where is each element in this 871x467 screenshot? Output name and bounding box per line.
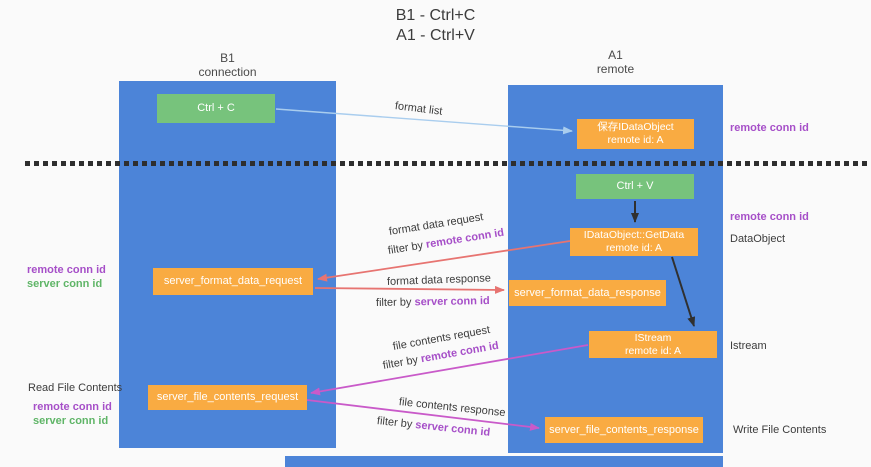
lane-header-a1: A1 remote <box>508 48 723 76</box>
getdata-line2: remote id: A <box>605 242 663 254</box>
filter-by-text-2: filter by <box>375 296 412 309</box>
right-remote-conn-id-1: remote conn id <box>730 122 809 134</box>
label-file-contents-response: file contents response <box>398 396 507 420</box>
save-idataobject-line2: remote id: A <box>607 134 664 146</box>
label-filter-by-server-2: filter by server conn id <box>376 415 490 439</box>
ctrl-v-label: Ctrl + V <box>616 180 654 192</box>
title-line-1: B1 - Ctrl+C <box>395 7 476 24</box>
server-format-data-request-label: server_format_data_request <box>163 275 303 287</box>
lane-b1-role: connection <box>198 65 257 79</box>
filter-by-text: filter by <box>387 239 424 257</box>
server-file-contents-response-label: server_file_contents_response <box>549 423 699 436</box>
node-save-idataobject: 保存IDataObject remote id: A <box>577 119 694 149</box>
save-idataobject-line1: 保存IDataObject <box>597 121 674 133</box>
ctrl-c-label: Ctrl + C <box>197 102 235 114</box>
filter-by-text-3: filter by <box>381 353 419 372</box>
node-server-format-data-request: server_format_data_request <box>153 268 313 295</box>
right-dataobject-label: DataObject <box>730 233 786 245</box>
node-server-file-contents-response: server_file_contents_response <box>545 417 703 443</box>
node-ctrl-v: Ctrl + V <box>576 174 694 199</box>
left-read-file-contents-label: Read File Contents <box>28 382 123 394</box>
diagram-title: B1 - Ctrl+C A1 - Ctrl+V <box>0 6 871 46</box>
label-format-list: format list <box>394 100 444 118</box>
server-format-data-response-label: server_format_data_response <box>514 286 661 299</box>
node-server-file-contents-request: server_file_contents_request <box>148 385 307 410</box>
label-format-data-response: format data response <box>386 272 492 288</box>
getdata-line1: IDataObject::GetData <box>583 229 685 241</box>
filter-by-text-4: filter by <box>376 415 413 431</box>
lane-a1-role: remote <box>596 62 635 76</box>
title-line-2: A1 - Ctrl+V <box>396 27 475 44</box>
dashed-separator <box>25 161 871 166</box>
node-server-format-data-response: server_format_data_response <box>509 280 666 306</box>
left-remote-conn-id-1: remote conn id <box>27 264 106 276</box>
right-remote-conn-id-2: remote conn id <box>730 211 809 223</box>
left-server-conn-id-2: server conn id <box>33 415 109 427</box>
left-remote-conn-id-2: remote conn id <box>33 401 112 413</box>
node-ctrl-c: Ctrl + C <box>157 94 275 123</box>
server-file-contents-request-label: server_file_contents_request <box>156 391 299 403</box>
lane-a1-name: A1 <box>608 48 623 62</box>
istream-line1: IStream <box>634 331 672 344</box>
istream-line2: remote id: A <box>624 344 682 357</box>
bottom-bar <box>285 456 723 467</box>
right-write-file-contents-label: Write File Contents <box>733 424 827 436</box>
right-istream-label: Istream <box>730 340 767 352</box>
lane-header-b1: B1 connection <box>119 51 336 79</box>
arrow-format-data-response <box>314 285 505 294</box>
label-filter-by-server-1: filter by server conn id <box>376 295 490 309</box>
node-idataobject-getdata: IDataObject::GetData remote id: A <box>570 228 698 256</box>
node-istream: IStream remote id: A <box>589 331 717 358</box>
server-conn-id-emph-1: server conn id <box>414 295 490 309</box>
lane-b1-name: B1 <box>220 51 235 65</box>
left-server-conn-id-1: server conn id <box>27 278 103 290</box>
server-conn-id-emph-2: server conn id <box>414 419 491 439</box>
